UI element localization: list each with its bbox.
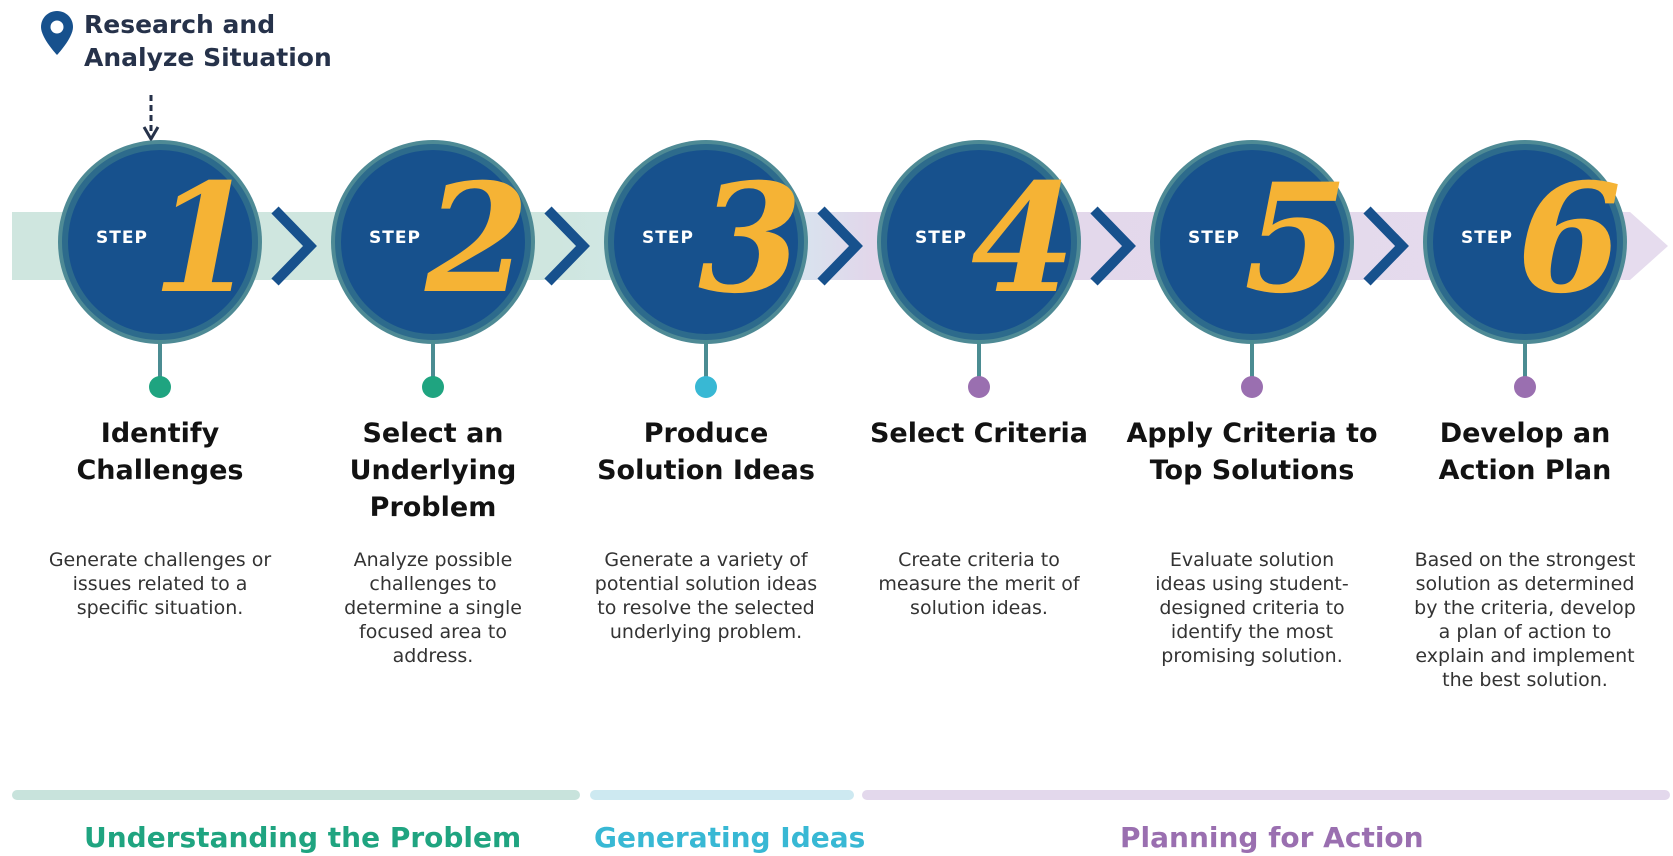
step-title-line: Develop an <box>1439 418 1611 449</box>
phase-label-understanding: Understanding the Problem <box>84 821 522 854</box>
phase-dot <box>1514 376 1536 398</box>
step-circle: STEP 2 <box>341 150 530 334</box>
step-connector <box>977 340 981 380</box>
step-title-line: Top Solutions <box>1149 455 1355 486</box>
chevron-right-icon <box>1090 206 1136 286</box>
step-connector <box>431 340 435 380</box>
phase-dot <box>149 376 171 398</box>
step-title-line: Challenges <box>76 455 244 486</box>
step-title-line: Solution Ideas <box>597 455 815 486</box>
step-circle: STEP 6 <box>1433 150 1622 334</box>
phase-dot <box>422 376 444 398</box>
step-description: Generate a variety of potential solution… <box>594 549 818 643</box>
phase-dot <box>968 376 990 398</box>
phase-dot <box>695 376 717 398</box>
step-circle: STEP 1 <box>68 150 257 334</box>
step-number: 3 <box>698 151 803 327</box>
phase-bar-planning <box>862 790 1670 800</box>
step-title-line: Identify <box>100 418 220 449</box>
step-title: Develop an Action Plan <box>1395 415 1655 489</box>
step-number: 6 <box>1517 151 1622 327</box>
chevron-right-icon <box>1363 206 1409 286</box>
step-word: STEP <box>915 228 967 248</box>
step-title: Select Criteria <box>849 415 1109 452</box>
flow-band-arrow <box>12 212 1668 280</box>
step-word: STEP <box>369 228 421 248</box>
step-connector <box>158 340 162 380</box>
start-callout-line2: Analyze Situation <box>84 43 332 72</box>
chevron-right-icon <box>544 206 590 286</box>
map-pin-icon <box>41 11 73 55</box>
phase-dot <box>1241 376 1263 398</box>
step-number: 5 <box>1244 151 1349 327</box>
step-circle: STEP 5 <box>1160 150 1349 334</box>
chevron-right-icon <box>817 206 863 286</box>
step-description: Evaluate solution ideas using student-de… <box>1155 549 1349 667</box>
step-title: Produce Solution Ideas <box>576 415 836 489</box>
step-connector <box>1250 340 1254 380</box>
phase-bar-generating <box>590 790 854 800</box>
step-connector <box>1523 340 1527 380</box>
start-callout-text: Research and Analyze Situation <box>84 8 384 74</box>
step-title: Identify Challenges <box>30 415 290 489</box>
step-description: Generate challenges or issues related to… <box>48 549 272 619</box>
phase-label-planning: Planning for Action <box>1120 821 1424 854</box>
step-number: 2 <box>425 151 530 327</box>
phase-bar-understanding <box>12 790 580 800</box>
step-title-line: Underlying <box>349 455 517 486</box>
step-word: STEP <box>96 228 148 248</box>
step-word: STEP <box>1188 228 1240 248</box>
chevron-right-icon <box>271 206 317 286</box>
start-callout-line1: Research and <box>84 10 276 39</box>
start-callout: Research and Analyze Situation <box>40 8 360 142</box>
step-title-line: Action Plan <box>1438 455 1612 486</box>
step-connector <box>704 340 708 380</box>
step-description: Based on the strongest solution as deter… <box>1414 549 1636 691</box>
step-title-line: Select an <box>362 418 504 449</box>
step-title-line: Select Criteria <box>869 418 1089 449</box>
step-word: STEP <box>1461 228 1513 248</box>
step-title: Apply Criteria to Top Solutions <box>1107 415 1397 489</box>
step-title-line: Apply Criteria to <box>1126 418 1378 449</box>
step-title-line: Produce <box>643 418 769 449</box>
step-description: Analyze possible challenges to determine… <box>344 549 522 667</box>
phase-label-generating: Generating Ideas <box>594 821 866 854</box>
step-description: Create criteria to measure the merit of … <box>878 549 1080 619</box>
step-title-line: Problem <box>369 492 497 523</box>
step-number: 1 <box>152 151 257 327</box>
step-title: Select an Underlying Problem <box>303 415 563 526</box>
step-number: 4 <box>971 151 1076 327</box>
step-word: STEP <box>642 228 694 248</box>
dashed-down-arrow-icon <box>142 95 160 142</box>
step-circle: STEP 3 <box>614 150 803 334</box>
step-circle: STEP 4 <box>887 150 1076 334</box>
